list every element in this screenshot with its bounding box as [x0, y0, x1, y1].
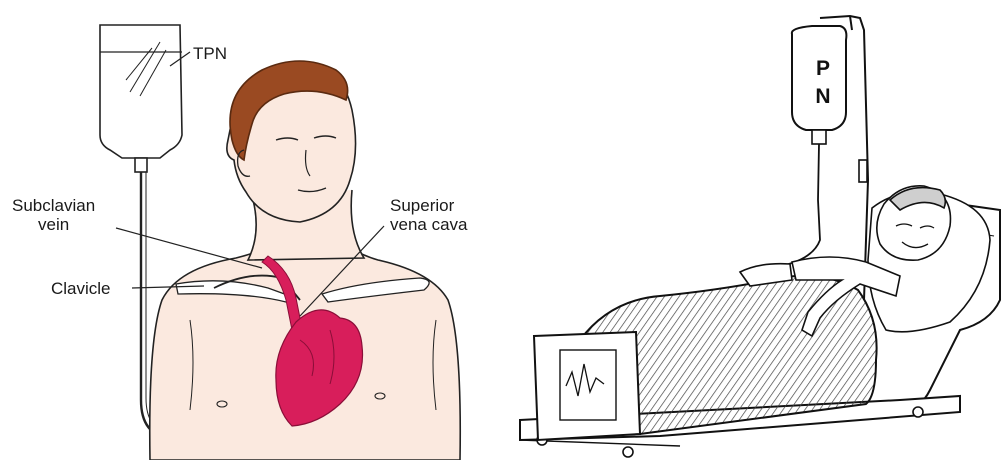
pn-label-line1: P: [806, 55, 840, 83]
subclavian-label-line2: vein: [12, 215, 95, 234]
clavicle-label: Clavicle: [51, 279, 111, 298]
superior-vena-cava-label: Superior vena cava: [390, 196, 468, 234]
tpn-bag: [100, 25, 190, 172]
subclavian-vein-label: Subclavian vein: [12, 196, 95, 234]
superior-label-line1: Superior: [390, 196, 468, 215]
pn-figure: [520, 16, 1000, 457]
tpn-figure: [100, 25, 460, 460]
pn-label-line2: N: [806, 83, 840, 111]
tpn-label-text: TPN: [193, 44, 227, 63]
tpn-label: TPN: [193, 44, 227, 63]
pn-bag-label: P N: [806, 55, 840, 111]
superior-label-line2: vena cava: [390, 215, 468, 234]
clavicle-label-text: Clavicle: [51, 279, 111, 298]
subclavian-label-line1: Subclavian: [12, 196, 95, 215]
